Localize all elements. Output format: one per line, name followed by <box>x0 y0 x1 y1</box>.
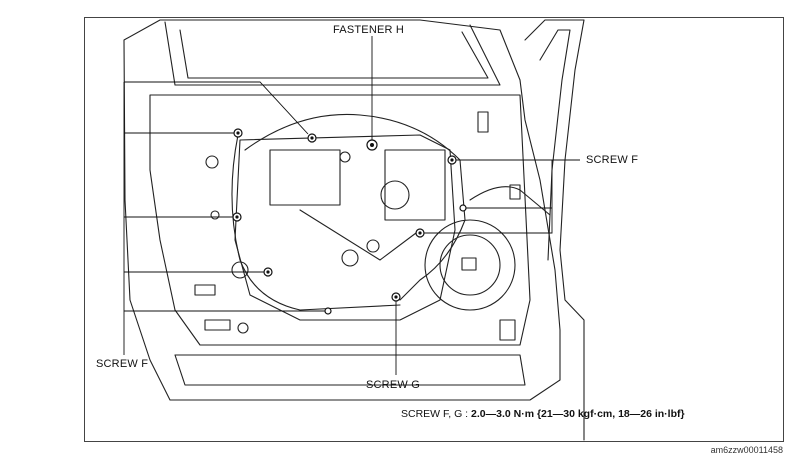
cable-arc-upper <box>244 113 461 161</box>
leader-screw-f-left-1 <box>124 81 309 135</box>
motor-hub <box>380 180 410 210</box>
lower-trim <box>174 354 526 386</box>
speaker-ring <box>424 219 516 311</box>
service-hole <box>234 134 456 321</box>
wire-connector <box>509 184 521 200</box>
speaker-inner <box>439 234 501 296</box>
hole-7 <box>339 151 351 163</box>
screw-f-mark-5 <box>324 307 332 315</box>
cable-arc-left <box>231 134 401 311</box>
window-frame-inner <box>179 29 489 79</box>
door-outer-shell <box>123 19 561 401</box>
speaker-connector <box>461 257 477 271</box>
slot-1 <box>194 284 216 296</box>
diagram-border <box>84 17 784 442</box>
torque-spec-prefix: SCREW F, G : <box>401 408 472 420</box>
torque-spec: SCREW F, G : 2.0—3.0 N·m {21—30 kgf·cm, … <box>401 408 685 420</box>
pillar-right <box>524 19 585 441</box>
hole-1 <box>205 155 219 169</box>
hole-5 <box>341 249 359 267</box>
cable-arc-right <box>399 159 466 301</box>
torque-spec-value: 2.0—3.0 N·m {21—30 kgf·cm, 18—26 in·lbf} <box>471 408 685 420</box>
hole-3 <box>231 261 249 279</box>
image-code: am6zzw00011458 <box>710 445 783 455</box>
regulator-block <box>269 149 341 206</box>
label-screw-g: SCREW G <box>366 379 420 391</box>
pillar-right-inner <box>539 29 571 261</box>
label-screw-f-right: SCREW F <box>586 154 639 166</box>
window-frame <box>164 21 501 86</box>
label-screw-f-left: SCREW F <box>96 358 149 370</box>
hole-4 <box>237 322 249 334</box>
slot-2 <box>204 319 231 331</box>
regulator-arm <box>299 209 421 261</box>
slot-3 <box>499 319 516 341</box>
slot-4 <box>477 111 489 133</box>
leader-screw-f-right-bracket <box>424 160 553 234</box>
hole-2 <box>210 210 220 220</box>
hole-6 <box>366 239 380 253</box>
screw-f-mark-7 <box>459 204 467 212</box>
label-fastener-h: FASTENER H <box>333 24 405 36</box>
inner-panel <box>149 94 531 346</box>
